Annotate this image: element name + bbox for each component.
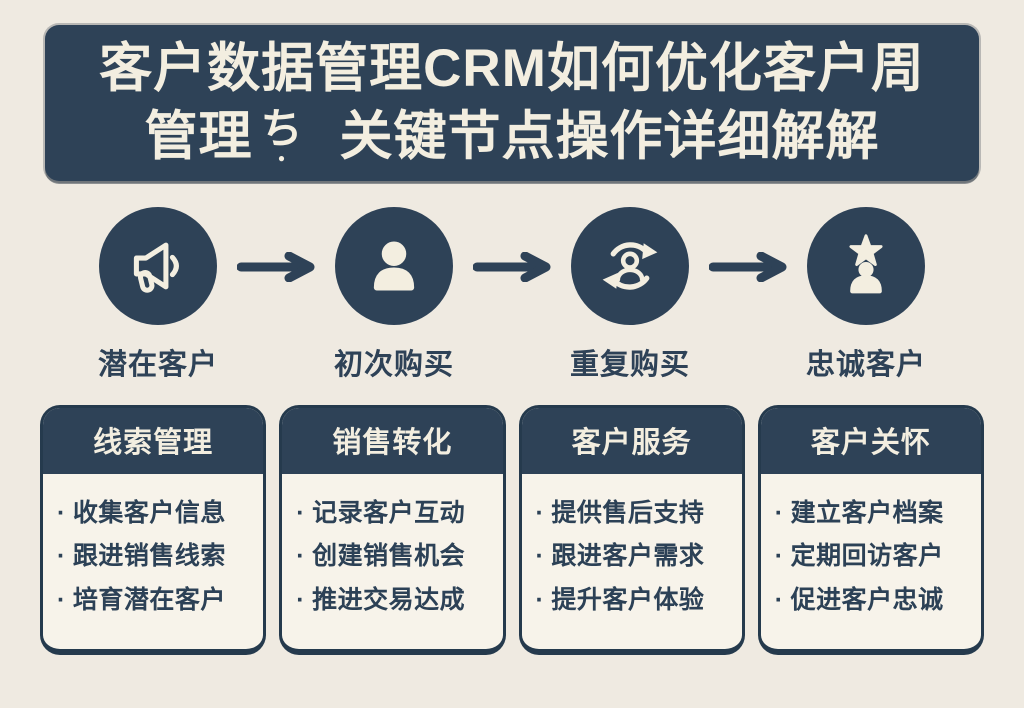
bullet-text: 创建销售机会 bbox=[312, 542, 466, 571]
bullet-dot: · bbox=[535, 542, 545, 571]
arrow-right-icon bbox=[472, 251, 551, 283]
card-body: · 记录客户互动 · 创建销售机会 · 推进交易达成 bbox=[282, 474, 502, 616]
bullet-text: 跟进客户需求 bbox=[551, 542, 705, 571]
bullet-item: · 提供售后支持 bbox=[534, 498, 732, 529]
bullet-text: 培育潜在客户 bbox=[72, 585, 226, 614]
title-line-1: 客户数据管理CRM如何优化客户周 bbox=[99, 39, 925, 99]
bullet-dot: · bbox=[774, 585, 784, 614]
bullet-text: 收集客户信息 bbox=[72, 499, 226, 527]
bullet-dot: · bbox=[57, 499, 66, 527]
stage-label: 初次购买 bbox=[333, 349, 454, 381]
card-title: 客户关怀 bbox=[760, 408, 981, 474]
bullet-item: · 促进客户忠诚 bbox=[773, 585, 971, 616]
process-cards-row: 线索管理 · 收集客户信息 · 跟进销售线索 · 培育潜在客户 销售转化 · 记… bbox=[40, 405, 984, 655]
stage-label: 重复购买 bbox=[569, 349, 690, 381]
bullet-text: 提供售后支持 bbox=[551, 499, 705, 527]
bullet-dot: · bbox=[296, 542, 306, 571]
bullet-dot: · bbox=[296, 585, 306, 614]
stage-potential-customer: 潜在客户 bbox=[40, 207, 276, 383]
stage-label: 忠诚客户 bbox=[805, 349, 926, 381]
bullet-dot: · bbox=[774, 499, 784, 527]
bullet-text: 促进客户忠诚 bbox=[790, 585, 944, 614]
card-lead-management: 线索管理 · 收集客户信息 · 跟进销售线索 · 培育潜在客户 bbox=[40, 405, 267, 655]
customer-journey-row: 潜在客户 初次购买 bbox=[40, 207, 984, 383]
bullet-dot: · bbox=[535, 499, 545, 527]
bullet-item: · 推进交易达成 bbox=[294, 585, 492, 616]
bullet-dot: · bbox=[535, 585, 545, 614]
stage-loyal-customer: 忠诚客户 bbox=[748, 207, 984, 383]
card-title: 销售转化 bbox=[282, 408, 503, 474]
stage-first-purchase: 初次购买 bbox=[276, 207, 512, 383]
card-body: · 建立客户档案 · 定期回访客户 · 促进客户忠诚 bbox=[761, 474, 981, 616]
card-body: · 收集客户信息 · 跟进销售线索 · 培育潜在客户 bbox=[43, 474, 263, 616]
megaphone-icon bbox=[122, 230, 194, 302]
card-customer-care: 客户关怀 · 建立客户档案 · 定期回访客户 · 促进客户忠诚 bbox=[757, 405, 984, 655]
bullet-dot: · bbox=[296, 499, 306, 527]
stage-circle bbox=[571, 207, 689, 325]
card-sales-conversion: 销售转化 · 记录客户互动 · 创建销售机会 · 推进交易达成 bbox=[279, 405, 506, 655]
stage-circle bbox=[335, 207, 453, 325]
bullet-text: 跟进销售线索 bbox=[72, 542, 226, 571]
user-icon bbox=[358, 230, 430, 302]
stage-circle bbox=[99, 207, 217, 325]
card-title: 线索管理 bbox=[43, 408, 264, 474]
card-body: · 提供售后支持 · 跟进客户需求 · 提升客户体验 bbox=[522, 474, 742, 616]
bullet-item: · 提升客户体验 bbox=[534, 585, 732, 616]
question-mark-glyph: ち ● bbox=[260, 105, 304, 166]
bullet-item: · 创建销售机会 bbox=[294, 541, 492, 572]
card-title: 客户服务 bbox=[521, 408, 742, 474]
bullet-item: · 收集客户信息 bbox=[55, 498, 253, 529]
bullet-item: · 建立客户档案 bbox=[773, 498, 971, 529]
bullet-item: · 定期回访客户 bbox=[773, 541, 971, 572]
user-refresh-icon bbox=[592, 228, 668, 304]
bullet-dot: · bbox=[57, 585, 66, 614]
bullet-dot: · bbox=[57, 542, 66, 571]
bullet-text: 推进交易达成 bbox=[312, 585, 466, 614]
stage-circle bbox=[807, 207, 925, 325]
arrow-right-icon bbox=[236, 251, 315, 283]
bullet-item: · 记录客户互动 bbox=[294, 498, 492, 529]
bullet-text: 定期回访客户 bbox=[790, 542, 944, 571]
bullet-item: · 跟进客户需求 bbox=[534, 541, 732, 572]
bullet-item: · 跟进销售线索 bbox=[55, 541, 253, 572]
arrow-right-icon bbox=[708, 251, 787, 283]
bullet-text: 记录客户互动 bbox=[312, 499, 466, 527]
user-star-icon bbox=[830, 230, 902, 302]
bullet-text: 提升客户体验 bbox=[551, 585, 705, 614]
title-line-2-left: 管理 bbox=[144, 107, 253, 166]
title-banner: 客户数据管理CRM如何优化客户周 管理 ち ● 关键节点操作详细解解 bbox=[45, 25, 979, 181]
title-line-2: 管理 ち ● 关键节点操作详细解解 bbox=[144, 103, 879, 171]
stage-repeat-purchase: 重复购买 bbox=[512, 207, 748, 383]
bullet-item: · 培育潜在客户 bbox=[55, 585, 253, 616]
bullet-text: 建立客户档案 bbox=[790, 499, 944, 527]
stage-label: 潜在客户 bbox=[97, 349, 218, 381]
bullet-dot: · bbox=[774, 542, 784, 571]
card-customer-service: 客户服务 · 提供售后支持 · 跟进客户需求 · 提升客户体验 bbox=[518, 405, 745, 655]
title-line-2-right: 关键节点操作详细解解 bbox=[339, 107, 880, 166]
